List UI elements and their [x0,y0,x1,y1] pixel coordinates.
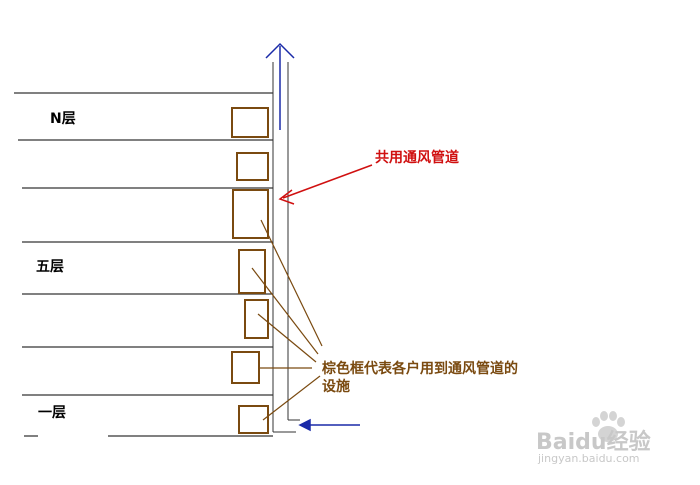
arrow-left-icon [298,418,360,432]
floor-label-fifth: 五层 [36,259,64,275]
watermark-brand: Baidu经验 [536,430,651,455]
watermark-url: jingyan.baidu.com [538,452,640,465]
facility-box [238,405,269,434]
facility-box [231,351,260,384]
floor-label-top: N层 [50,111,76,127]
facility-box [231,107,269,138]
shared-duct [272,62,300,433]
arrow-up-icon [265,42,295,130]
facility-box [244,299,269,339]
facility-leader-lines [251,219,323,421]
facility-box [238,249,266,294]
facility-boxes [231,107,269,434]
facility-box [232,189,269,239]
facility-box [236,152,269,181]
floor-label-first: 一层 [38,405,66,421]
floor-lines [14,92,273,437]
paw-icon [592,411,625,442]
shared-duct-label: 共用通风管道 [375,150,459,166]
facility-note-line2: 设施 [322,379,350,395]
shared-duct-callout-arrow [278,164,373,205]
facility-note-line1: 棕色框代表各户用到通风管道的 [322,361,518,377]
